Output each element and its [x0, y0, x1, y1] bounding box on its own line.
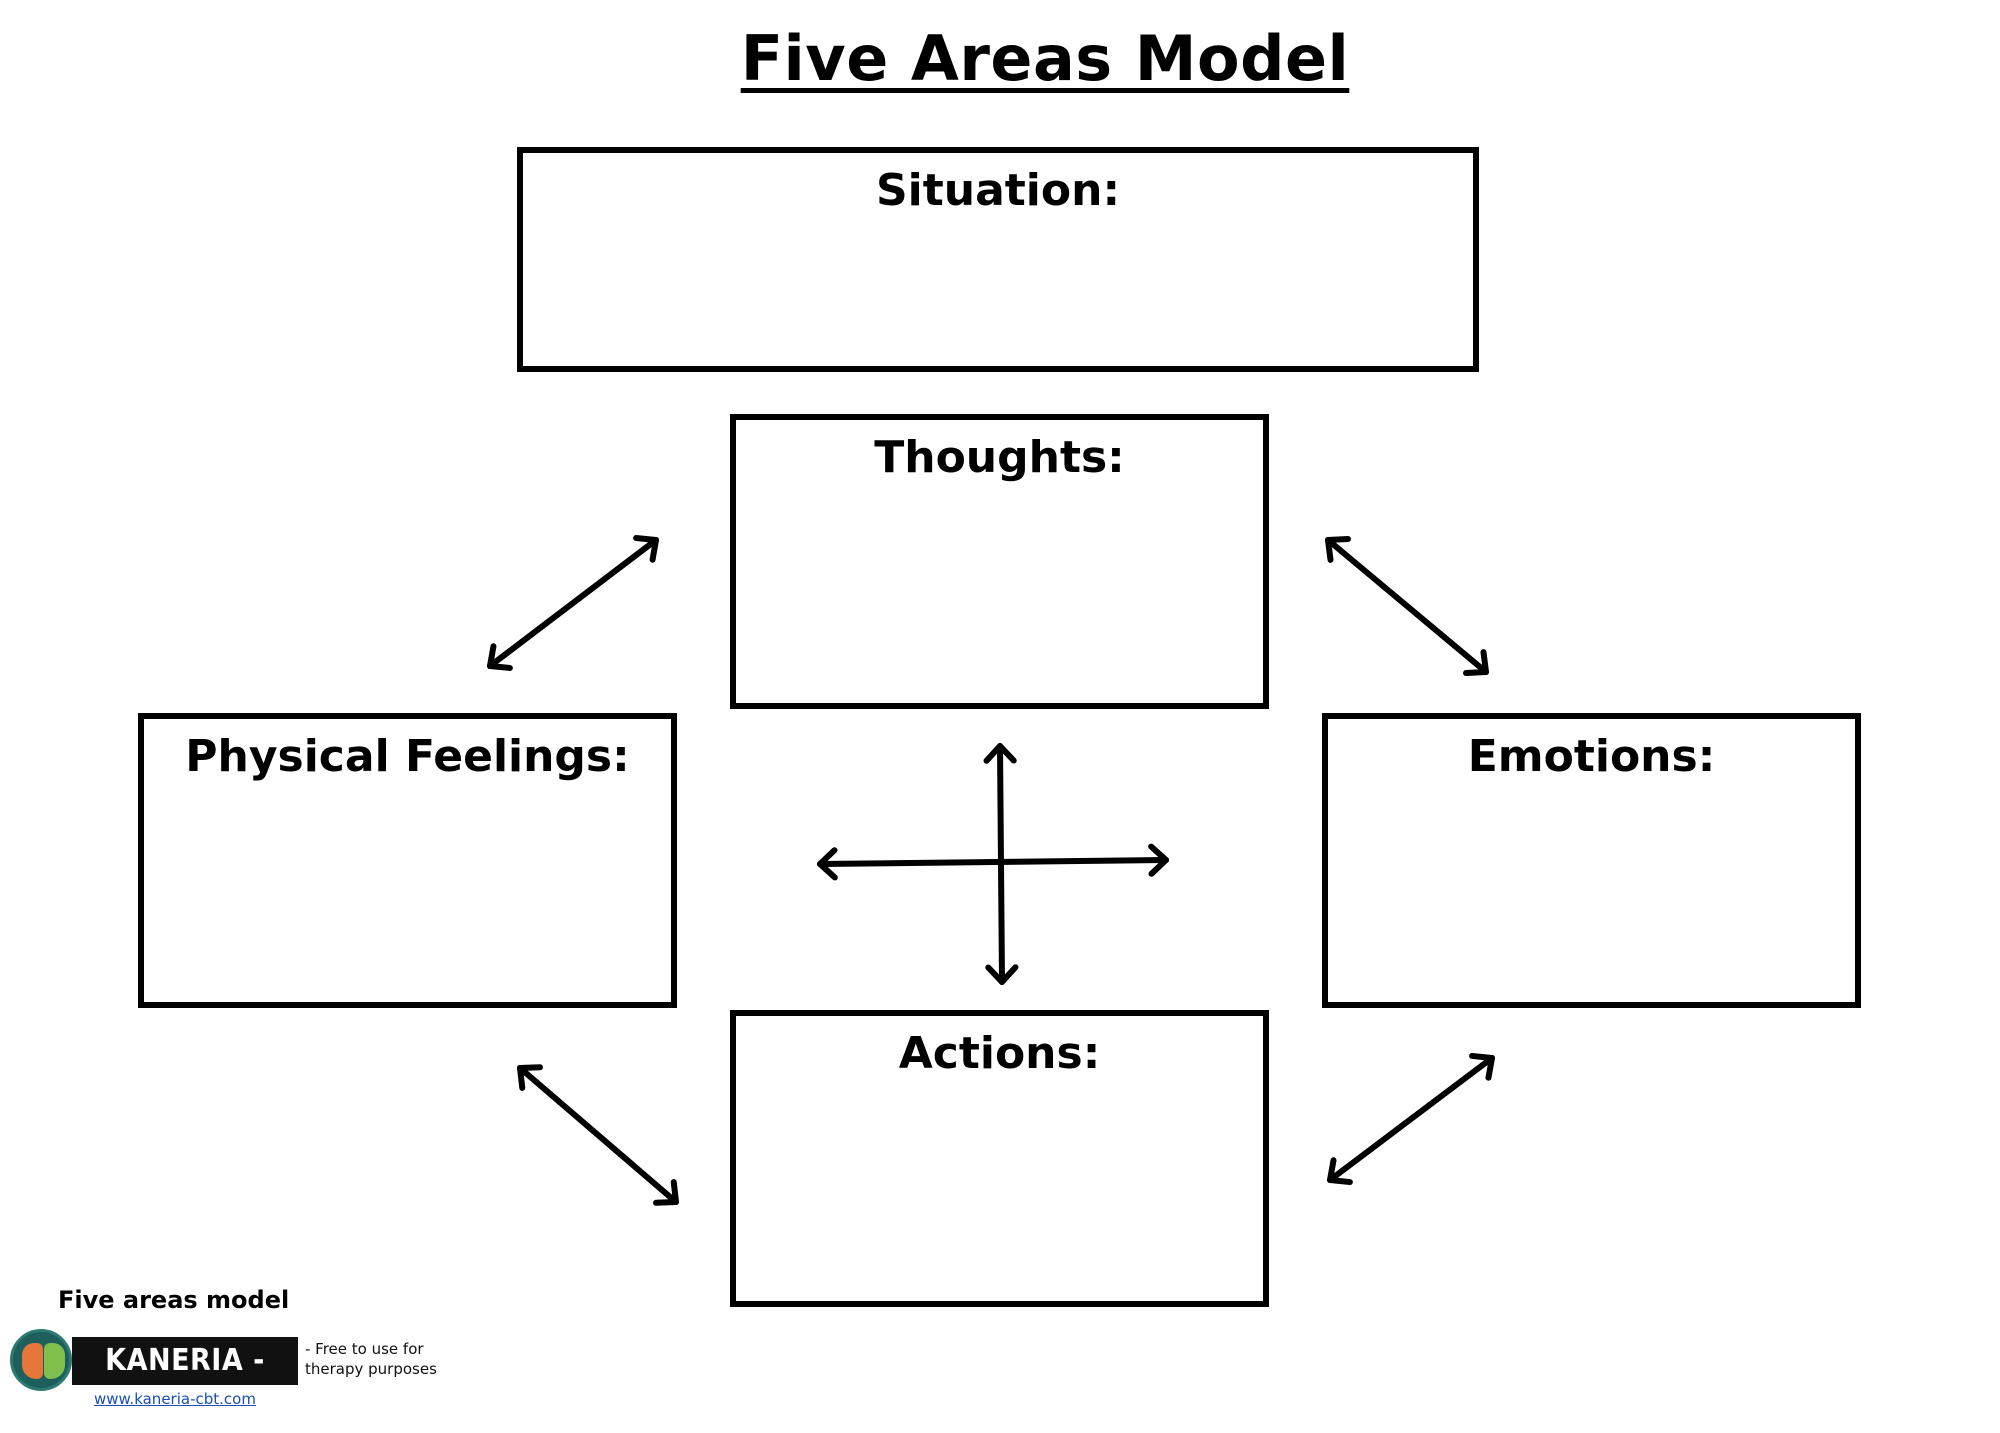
thoughts-label: Thoughts: — [874, 432, 1125, 483]
arrow-thoughts-emotions — [1325, 535, 1489, 677]
physical-feelings-label: Physical Feelings: — [185, 731, 630, 782]
emotions-label: Emotions: — [1467, 731, 1716, 782]
arrow-emotions-actions — [1327, 1052, 1495, 1186]
arrow-physical-actions — [517, 1064, 679, 1206]
situation-label: Situation: — [875, 165, 1121, 216]
brand-url-link[interactable]: www.kaneria-cbt.com — [94, 1390, 256, 1408]
arrow-horizontal-center — [817, 843, 1169, 881]
brand-note: - Free to use for therapy purposes — [305, 1340, 437, 1378]
arrow-physical-thoughts — [487, 535, 659, 671]
arrow-vertical-center — [983, 743, 1019, 985]
thoughts-box: Thoughts: — [730, 414, 1269, 709]
brand-name: KANERIA - CBT — [72, 1337, 298, 1426]
brain-logo-icon — [10, 1329, 72, 1391]
emotions-box: Emotions: — [1322, 713, 1861, 1008]
physical-feelings-box: Physical Feelings: — [138, 713, 677, 1008]
page-title: Five Areas Model — [740, 22, 1350, 95]
actions-label: Actions: — [898, 1028, 1101, 1079]
footer-caption: Five areas model — [58, 1286, 290, 1314]
brand-block: KANERIA - CBT - Free to use for therapy … — [10, 1329, 437, 1426]
actions-box: Actions: — [730, 1010, 1269, 1307]
situation-box: Situation: — [517, 147, 1479, 372]
